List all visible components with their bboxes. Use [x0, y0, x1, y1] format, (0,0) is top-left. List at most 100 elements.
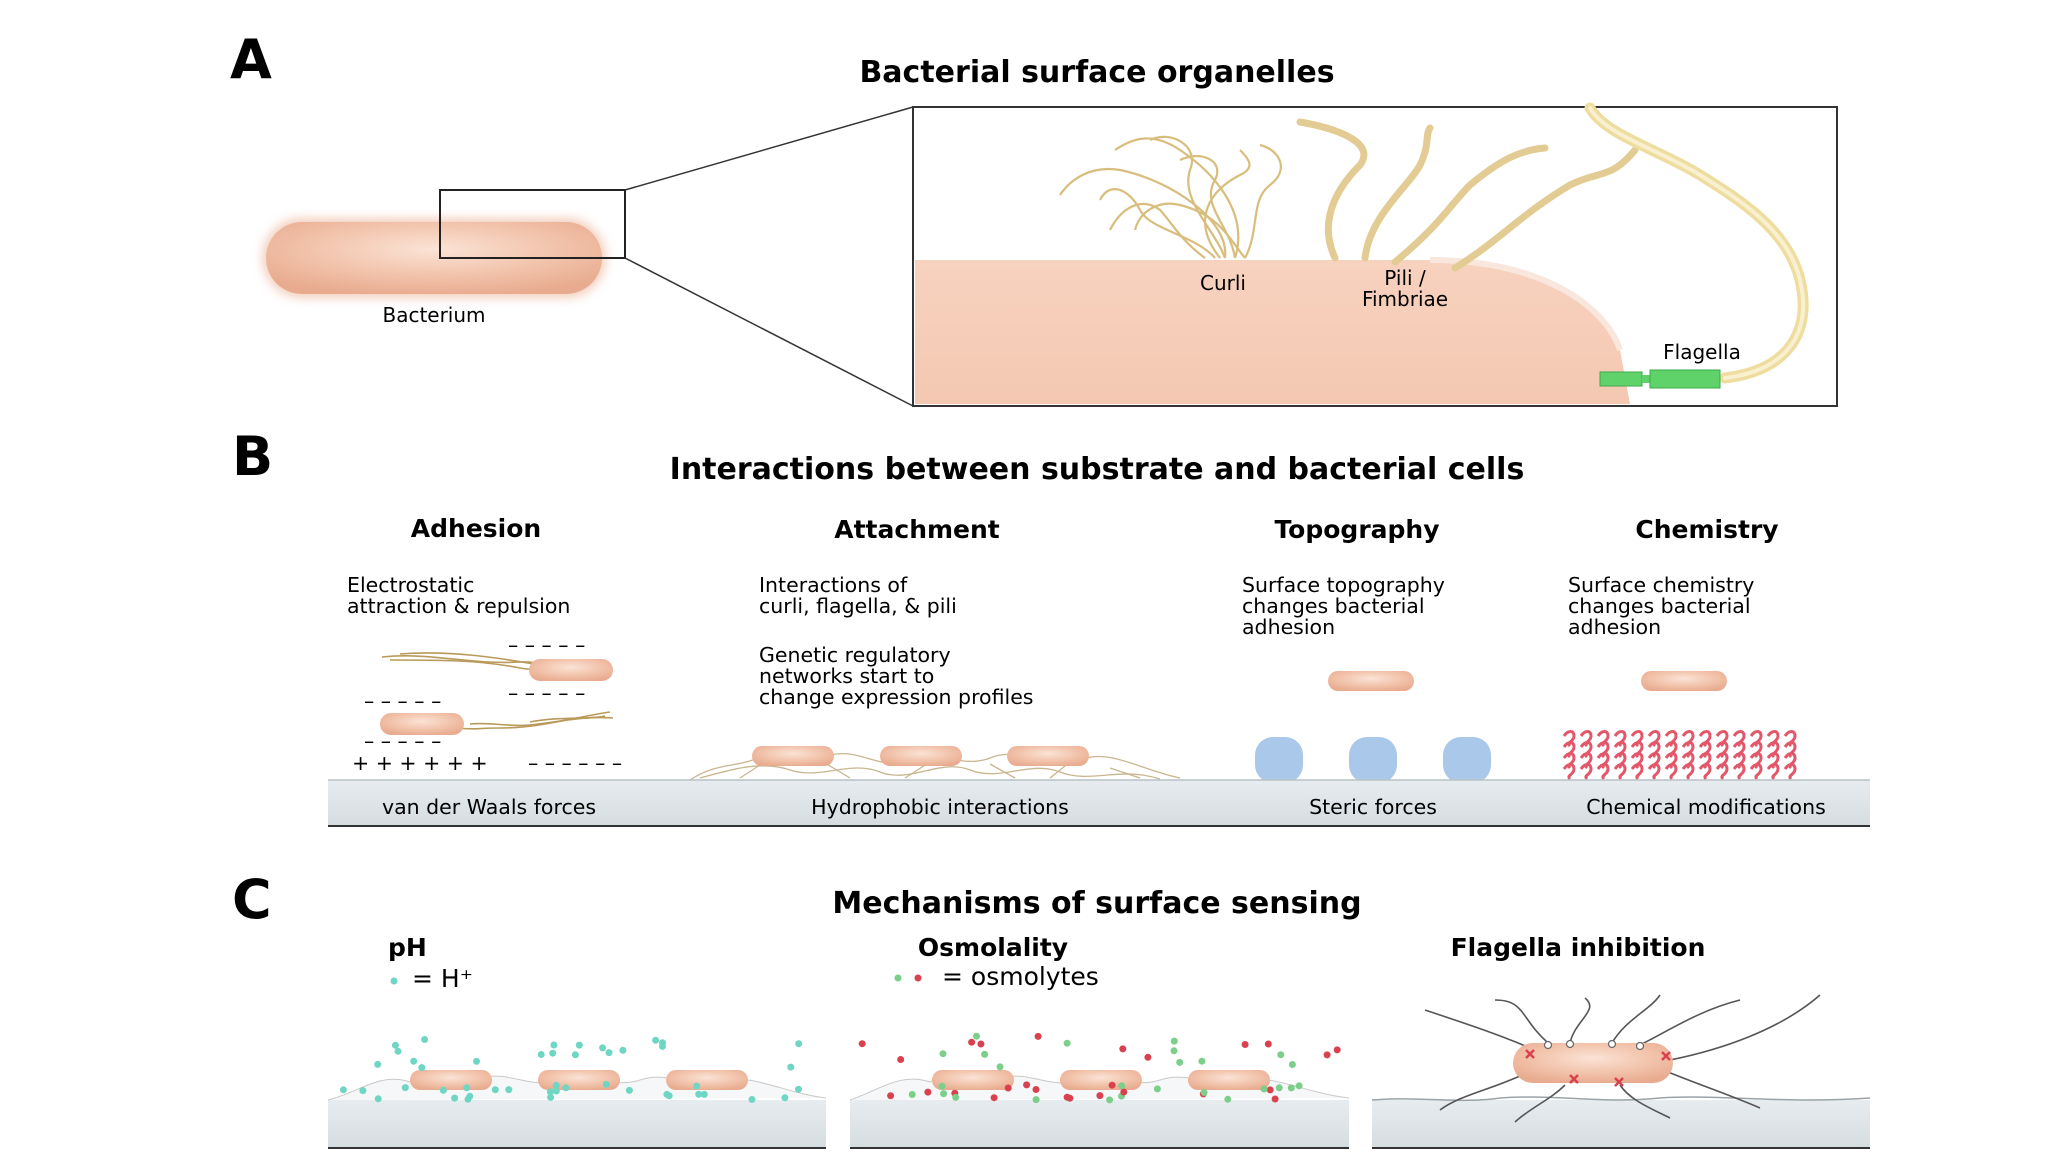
attachment-heading: Attachment	[834, 515, 1000, 544]
h-ion-dot	[599, 1044, 607, 1052]
osmolality-legend-text: = osmolytes	[942, 962, 1099, 991]
h-ion-dot	[491, 1086, 499, 1094]
osmolyte-dot	[1264, 1040, 1272, 1048]
topography-force: Steric forces	[1309, 795, 1437, 819]
panel-a-title: Bacterial surface organelles	[859, 55, 1334, 90]
osmolyte-dot	[939, 1050, 947, 1058]
panel-c-letter: C	[232, 868, 272, 931]
attachment-illustration	[689, 746, 1181, 781]
osmolyte-dot	[990, 1094, 998, 1102]
h-ion-dot	[473, 1057, 480, 1065]
osmolyte-dot	[897, 1056, 905, 1063]
osmolyte-particles	[858, 1032, 1341, 1104]
flagella-inhibition-heading: Flagella inhibition	[1451, 933, 1706, 962]
h-ion-dot	[547, 1093, 555, 1101]
panel-b-letter: B	[232, 425, 273, 488]
h-ion-dot	[394, 1047, 402, 1055]
chem-mark	[1613, 763, 1627, 781]
osmolyte-dot	[996, 1063, 1004, 1071]
chem-mark	[1664, 763, 1678, 781]
osmolality-heading: Osmolality	[918, 933, 1068, 962]
osmolyte-dot	[1241, 1041, 1249, 1048]
ph-illustration	[327, 1036, 827, 1149]
attachment-force: Hydrophobic interactions	[811, 795, 1069, 819]
osmolyte-dot	[1295, 1082, 1303, 1090]
h-ion-dot	[665, 1092, 673, 1100]
attachment-desc-line1: Interactions of	[759, 573, 908, 597]
h-ion-dot	[748, 1096, 756, 1103]
h-ion-dot	[795, 1085, 802, 1093]
osmolyte-dot	[1106, 1096, 1114, 1104]
h-ion-dot	[391, 1041, 399, 1049]
osmolyte-dot	[940, 1090, 948, 1098]
osmolyte-dot	[1108, 1081, 1116, 1089]
curli-label: Curli	[1200, 271, 1246, 295]
bacterium-label: Bacterium	[382, 303, 485, 327]
zoom-box-small	[439, 189, 626, 259]
negative-charges: – – – – – –	[528, 751, 622, 775]
chemistry-illustration	[1562, 671, 1797, 781]
h-ion-particles	[339, 1036, 803, 1103]
osmolyte-dot	[1271, 1095, 1279, 1103]
zoom-line-top	[624, 106, 914, 191]
osmolyte-dot	[1277, 1051, 1285, 1059]
osmolyte-dot	[858, 1040, 866, 1048]
osmolyte-dot	[924, 1088, 932, 1096]
h-ion-dot	[602, 1080, 610, 1088]
osmolyte-dot	[1176, 1058, 1184, 1066]
osmolyte-dot	[1287, 1084, 1295, 1092]
chemistry-desc-line1: Surface chemistry	[1568, 573, 1754, 597]
h-ion-legend-dot	[390, 977, 398, 985]
adhesion-heading: Adhesion	[411, 514, 541, 543]
osmolyte-dot	[1063, 1093, 1071, 1101]
chem-mark	[1579, 763, 1593, 781]
adhesion-force: van der Waals forces	[382, 795, 596, 819]
adhesion-desc-line1: Electrostatic	[347, 573, 474, 597]
attachment-desc-line2: curli, flagella, & pili	[759, 594, 957, 618]
bacterium-small	[262, 218, 606, 298]
zoom-inset: Curli Pili / Fimbriae Flagella	[912, 102, 1838, 407]
osmolyte-dot	[1266, 1086, 1274, 1094]
osmolyte-dot	[887, 1092, 895, 1100]
h-ion-dot	[781, 1094, 789, 1102]
h-ion-dot	[575, 1041, 583, 1049]
osmolyte-dot	[973, 1032, 980, 1040]
chem-mark	[1749, 763, 1763, 781]
osmolyte-dot	[1023, 1081, 1031, 1089]
h-ion-dot	[795, 1040, 803, 1048]
pili-label-line1: Pili /	[1384, 266, 1426, 290]
h-ion-dot	[546, 1088, 554, 1096]
chem-mark	[1630, 763, 1644, 781]
flagella-inhibition-illustration	[1371, 994, 1871, 1149]
osmolyte-dot	[952, 1093, 960, 1101]
topography-desc-line3: adhesion	[1242, 615, 1335, 639]
pillar	[1349, 737, 1397, 783]
chem-mark	[1681, 763, 1695, 781]
osmolyte-dot	[938, 1082, 946, 1090]
h-ion-dot	[401, 1084, 409, 1092]
h-ion-dot	[552, 1081, 560, 1089]
osmolality-illustration	[849, 1032, 1350, 1149]
osmolyte-dot	[1032, 1096, 1040, 1104]
chem-mark	[1766, 763, 1780, 781]
osmolyte-dot	[1004, 1084, 1012, 1092]
topography-desc-line2: changes bacterial	[1242, 594, 1425, 618]
osmolyte-dot	[1275, 1084, 1283, 1092]
adhesion-cell2-charges-bottom: – – – – –	[364, 729, 441, 753]
panel-a-letter: A	[230, 28, 272, 91]
curli-fibers	[1059, 135, 1282, 259]
h-ion-dot	[693, 1082, 701, 1090]
h-ion-dot	[695, 1090, 703, 1098]
h-ion-dot	[659, 1042, 666, 1050]
h-ion-dot	[550, 1041, 558, 1049]
chem-mark	[1647, 763, 1661, 781]
chem-mark	[1698, 763, 1712, 781]
h-ion-dot	[439, 1086, 447, 1094]
h-ion-dot	[374, 1060, 382, 1068]
osmolyte-dot	[1096, 1092, 1104, 1100]
osmolyte-dot	[1063, 1039, 1071, 1047]
h-ion-dot	[571, 1051, 579, 1059]
osmolyte-dot	[1260, 1085, 1268, 1093]
h-ion-dot	[505, 1086, 513, 1094]
pili-fibers	[1296, 118, 1639, 272]
